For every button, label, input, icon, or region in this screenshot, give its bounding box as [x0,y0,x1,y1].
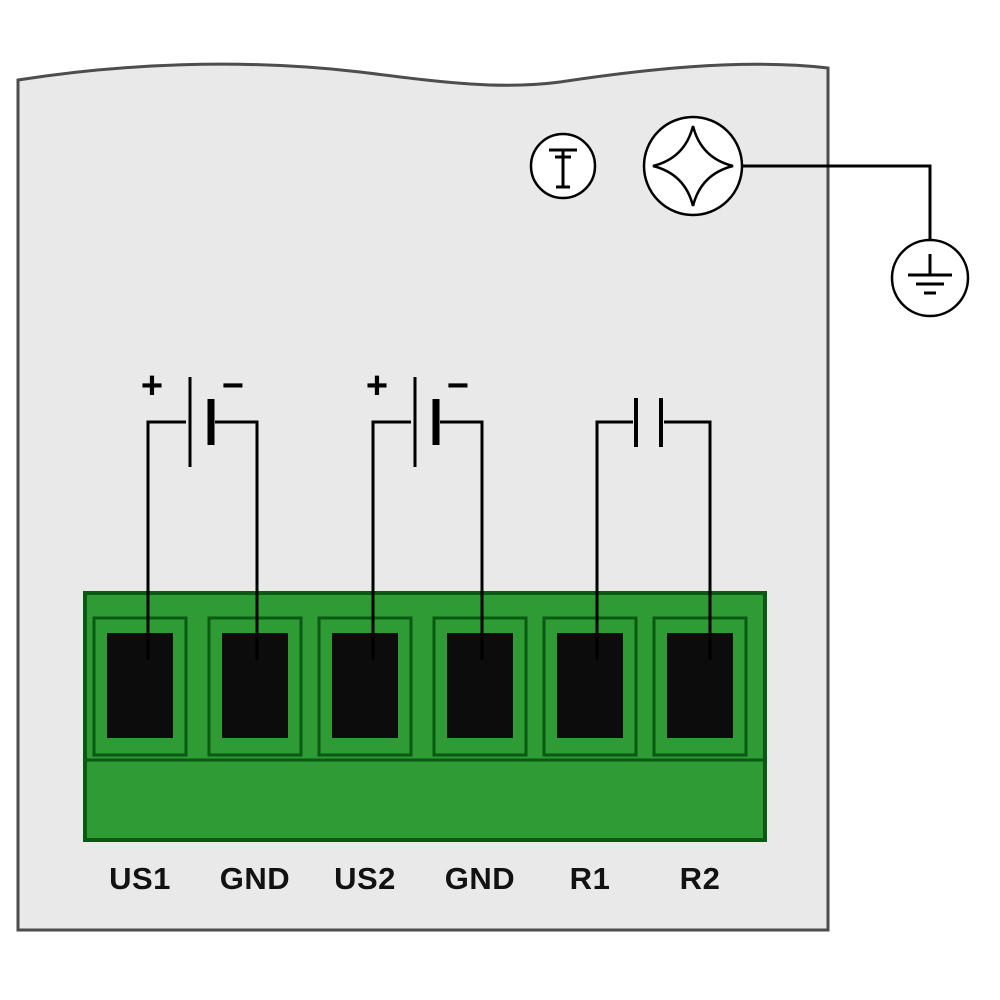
wire [664,420,712,660]
wiring [146,377,712,660]
battery1-minus-sign: − [221,365,245,407]
screw-head [642,115,744,217]
battery-symbol-2 [371,377,484,660]
terminal-block-body [83,591,767,842]
wire [440,420,484,660]
earth-connection-line [742,164,932,240]
terminal-hole [557,633,623,738]
functional-earth-screw-icon [529,132,597,200]
earth-circle [890,238,970,318]
grounding [529,115,970,318]
terminal-hole [447,633,513,738]
wire [146,420,186,660]
battery2-minus-sign: − [446,365,470,407]
phillips-screw-icon [642,115,744,217]
wire [371,420,411,660]
phillips-cross [652,125,734,207]
terminal-hole [222,633,288,738]
terminal-label-gnd1: GND [219,861,291,896]
battery-symbol-1 [146,377,259,660]
battery1-plus-sign: + [140,365,164,407]
terminal-label-us1: US1 [109,861,171,896]
terminal-hole [107,633,173,738]
terminal-label-r1: R1 [569,861,611,896]
wire [215,420,259,660]
terminal-label-us2: US2 [334,861,396,896]
battery2-plus-sign: + [365,365,389,407]
terminal-block [83,591,767,842]
terminal-label-r2: R2 [679,861,721,896]
relay-contact-symbol [595,398,712,660]
terminal-hole [667,633,733,738]
protective-earth-icon [890,238,970,318]
terminal-label-gnd2: GND [444,861,516,896]
terminal-hole [332,633,398,738]
wire [595,420,633,660]
